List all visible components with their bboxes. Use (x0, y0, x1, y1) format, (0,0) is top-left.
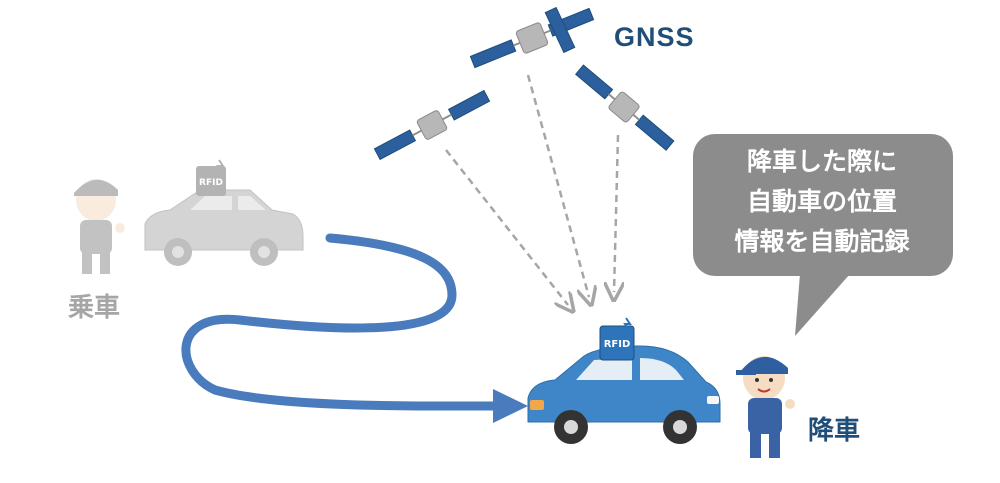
satellite-icon (544, 6, 576, 54)
rfid-tag-label: RFID (199, 178, 223, 188)
alighting-person-icon (736, 356, 795, 458)
signal-line (526, 74, 589, 297)
signal-line (445, 149, 568, 305)
alighting-label: 降車 (808, 416, 861, 446)
signal-icon (623, 317, 632, 331)
signal-line (614, 134, 618, 292)
satellite-icon (373, 89, 491, 161)
rfid-tag-icon (196, 166, 226, 196)
satellite-icon (469, 7, 595, 69)
route-arrow (181, 233, 528, 423)
alighting-car-icon: RFID (527, 317, 721, 444)
signal-icon (216, 159, 225, 173)
satellite-icon (575, 64, 675, 151)
bubble-line: 情報を自動記録 (734, 227, 910, 256)
gnss-signal-lines (445, 74, 618, 305)
boarding-label: 乗車 (68, 293, 121, 323)
speech-bubble-text: 降車した際に 自動車の位置 情報を自動記録 (700, 142, 944, 262)
boarding-car-icon: RFID (144, 159, 304, 266)
gnss-label: GNSS (614, 22, 695, 52)
bubble-line: 降車した際に (746, 147, 897, 176)
boarding-person-icon (74, 179, 125, 274)
rfid-tag-icon (599, 325, 635, 361)
speech-bubble (693, 134, 953, 336)
rfid-tag-label: RFID (604, 339, 631, 350)
bubble-line: 自動車の位置 (746, 187, 897, 216)
